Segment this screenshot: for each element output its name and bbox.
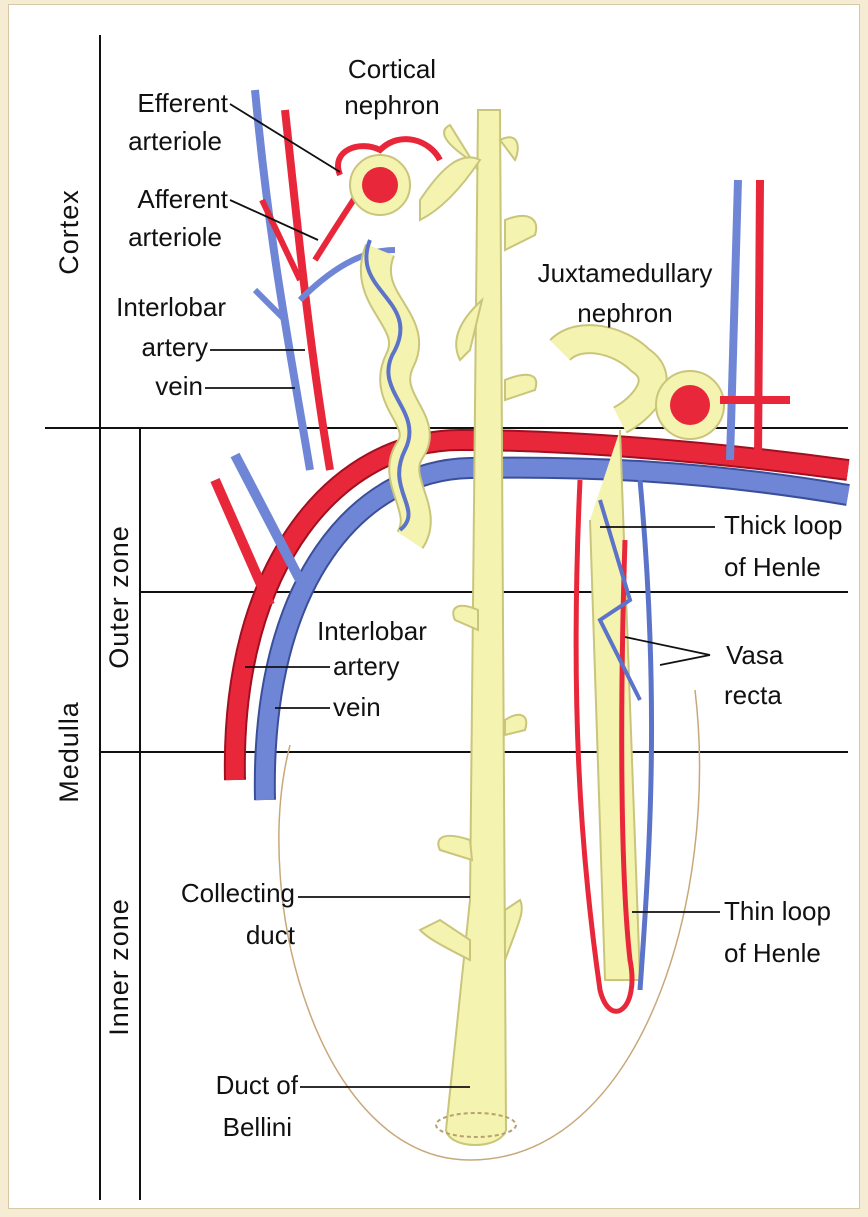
label-thick-loop-1: Thick loop bbox=[724, 510, 843, 540]
label-juxtamedullary-2: nephron bbox=[577, 298, 672, 328]
label-thick-loop-2: of Henle bbox=[724, 552, 821, 582]
label-bellini-1: Duct of bbox=[216, 1070, 299, 1100]
label-cortical-nephron-2: nephron bbox=[344, 90, 439, 120]
label-efferent-1: Efferent bbox=[137, 88, 228, 118]
zone-label-medulla: Medulla bbox=[54, 701, 84, 803]
label-interlobar-lower-2: artery bbox=[333, 651, 399, 681]
label-collecting-duct-2: duct bbox=[246, 920, 296, 950]
label-thin-loop-2: of Henle bbox=[724, 938, 821, 968]
zone-label-outer: Outer zone bbox=[104, 525, 134, 669]
label-interlobar-lower-1: Interlobar bbox=[317, 616, 427, 646]
label-afferent-1: Afferent bbox=[137, 184, 228, 214]
label-bellini-2: Bellini bbox=[223, 1112, 292, 1142]
label-interlobar-upper-3: vein bbox=[155, 371, 203, 401]
label-cortical-nephron-1: Cortical bbox=[348, 54, 436, 84]
label-vasa-recta-2: recta bbox=[724, 680, 782, 710]
collecting-duct bbox=[420, 110, 536, 1145]
label-efferent-2: arteriole bbox=[128, 126, 222, 156]
zone-label-cortex: Cortex bbox=[54, 189, 84, 275]
label-interlobar-upper-2: artery bbox=[142, 332, 208, 362]
vasa-recta-pointer bbox=[625, 637, 710, 665]
label-afferent-2: arteriole bbox=[128, 222, 222, 252]
label-interlobar-lower-3: vein bbox=[333, 692, 381, 722]
label-juxtamedullary-1: Juxtamedullary bbox=[538, 258, 713, 288]
label-vasa-recta-1: Vasa bbox=[726, 640, 784, 670]
zone-label-inner: Inner zone bbox=[104, 898, 134, 1036]
label-collecting-duct-1: Collecting bbox=[181, 878, 295, 908]
label-thin-loop-1: Thin loop bbox=[724, 896, 831, 926]
label-interlobar-upper-1: Interlobar bbox=[116, 292, 226, 322]
